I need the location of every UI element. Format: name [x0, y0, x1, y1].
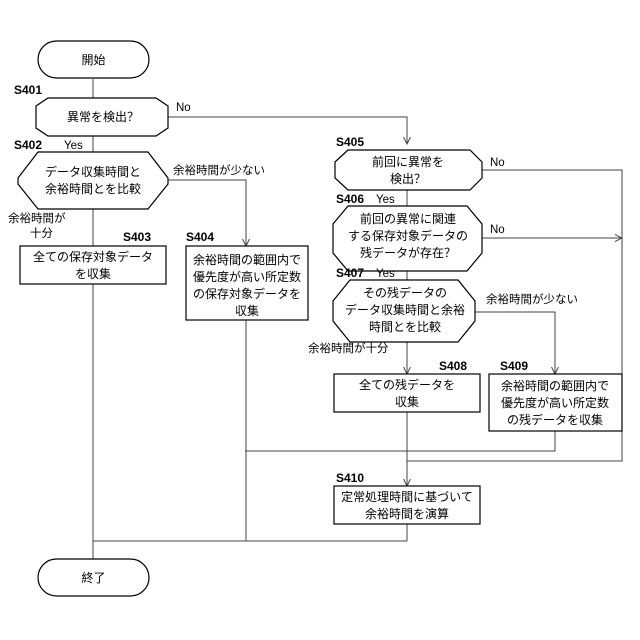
s406-text: 前回の異常に関連する保存対象データの残データが存在？	[348, 211, 468, 260]
decision-s402: データ収集時間と余裕時間とを比較	[18, 152, 168, 209]
node-text-line: の保存対象データを	[193, 286, 301, 301]
node-text-line: する保存対象データの	[348, 228, 468, 243]
s406-no-label: No	[490, 224, 505, 236]
s407-yes-label: Yes	[376, 268, 395, 280]
step-id-s409: S409	[500, 359, 528, 373]
node-text-line: 定常処理時間に基づいて	[341, 489, 473, 504]
node-text-line: 余裕時間の範囲内で	[501, 378, 609, 393]
s407-short-label: 余裕時間が少ない	[486, 292, 578, 306]
step-id-s405: S405	[336, 135, 364, 149]
process-s408: 全ての残データを収集	[334, 374, 480, 412]
node-text-line: 収集	[235, 303, 259, 318]
s402-sufficient-label-1: 余裕時間が	[8, 211, 66, 225]
node-text-line: 残データが存在？	[360, 245, 456, 260]
node-text-line: 検出？	[390, 172, 426, 186]
node-text-line: を収集	[75, 266, 111, 281]
step-id-s404: S404	[186, 230, 214, 244]
node-text-line: その残データの	[363, 285, 447, 300]
s401-text: 異常を検出？	[67, 110, 139, 124]
end-label: 終了	[81, 570, 105, 585]
start-terminal: 開始	[38, 41, 149, 78]
end-terminal: 終了	[38, 559, 149, 596]
start-label: 開始	[81, 53, 105, 67]
connector-s409-down	[245, 431, 555, 451]
node-text-line: 優先度が高い所定数	[193, 269, 301, 284]
decision-s407: その残データのデータ収集時間と余裕時間とを比較	[333, 280, 475, 342]
decision-s405: 前回に異常を検出？	[335, 150, 482, 190]
node-text-line: 前回に異常を	[372, 154, 444, 169]
node-text-line: 異常を検出？	[67, 110, 139, 124]
node-text-line: 余裕時間を演算	[365, 506, 449, 521]
s406-yes-label: Yes	[376, 194, 395, 206]
s402-yes-label: Yes	[64, 140, 83, 152]
node-text-line: 全ての保存対象データ	[33, 249, 153, 264]
node-text-line: 全ての残データを	[359, 377, 455, 392]
decision-s401: 異常を検出？	[36, 98, 168, 136]
process-s410: 定常処理時間に基づいて余裕時間を演算	[334, 486, 480, 524]
step-id-s406: S406	[336, 192, 364, 206]
node-text-line: データ収集時間と余裕	[345, 302, 465, 317]
node-text-line: 前回の異常に関連	[360, 211, 456, 226]
s402-sufficient-label-2: 十分	[30, 226, 53, 240]
s407-sufficient-label: 余裕時間が十分	[308, 341, 389, 355]
node-text-line: データ収集時間と	[45, 164, 141, 179]
process-s404: 余裕時間の範囲内で優先度が高い所定数の保存対象データを収集	[186, 246, 308, 320]
step-id-s401: S401	[14, 83, 42, 97]
node-text-line: 余裕時間とを比較	[45, 181, 141, 196]
process-s403: 全ての保存対象データを収集	[20, 246, 166, 284]
s409-text: 余裕時間の範囲内で優先度が高い所定数の残データを収集	[501, 378, 609, 427]
connector-s401-no	[168, 117, 407, 144]
decision-s406: 前回の異常に関連する保存対象データの残データが存在？	[333, 206, 482, 271]
node-text-line: 余裕時間の範囲内で	[193, 252, 301, 267]
process-s409: 余裕時間の範囲内で優先度が高い所定数の残データを収集	[489, 374, 622, 431]
node-text-line: 優先度が高い所定数	[501, 395, 609, 410]
s401-no-label: No	[176, 102, 191, 114]
s402-short-label: 余裕時間が少ない	[173, 163, 265, 177]
s405-no-label: No	[490, 157, 505, 169]
node-text-line: の残データを収集	[507, 412, 603, 427]
step-id-s402: S402	[14, 138, 42, 152]
node-text-line: 時間とを比較	[369, 319, 441, 334]
step-id-s407: S407	[336, 266, 364, 280]
step-id-s408: S408	[439, 359, 467, 373]
step-id-s403: S403	[123, 230, 151, 244]
node-text-line: 収集	[395, 394, 419, 409]
step-id-s410: S410	[336, 471, 364, 485]
